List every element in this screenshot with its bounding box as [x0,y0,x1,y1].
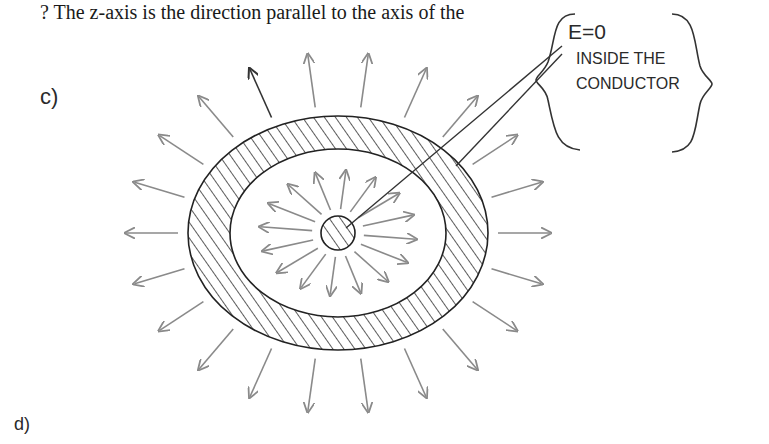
field-arrow [260,227,312,231]
field-arrow [250,69,272,117]
field-arrow [443,329,477,369]
field-arrow [492,269,542,284]
field-arrow [269,204,315,222]
field-arrow [160,302,204,331]
field-arrow [278,248,318,272]
question-text: ? The z-axis is the direction parallel t… [40,1,464,24]
field-arrow [354,252,387,281]
outer-shell [188,116,488,350]
field-arrow [308,55,315,107]
field-arrow [473,302,517,331]
leader-line [456,54,562,166]
field-arrow [308,359,315,411]
field-note: INSIDE THE CONDUCTOR [576,46,680,96]
field-arrow [263,240,313,251]
field-arrow [341,171,346,209]
leader-line [346,46,562,228]
field-arrow [361,359,368,411]
field-arrow [498,232,550,234]
field-arrows [126,55,550,411]
field-arrow [404,349,426,397]
field-arrow [364,235,416,239]
field-arrow [301,254,326,287]
part-label: d) [14,414,30,435]
field-arrow [346,256,361,292]
field-arrow [315,174,330,210]
field-arrow [492,182,542,197]
field-arrow [135,269,185,284]
field-arrow [443,97,477,137]
field-arrow [330,257,335,295]
field-arrow [363,215,413,226]
field-note: E=0 [568,20,606,44]
field-arrow [135,182,185,197]
field-arrow [473,136,517,165]
field-arrow [160,136,204,165]
field-arrow [199,97,233,137]
field-arrow [289,185,322,214]
inner-conductor [321,216,355,250]
part-label: c) [40,84,58,109]
field-arrow [404,69,426,117]
field-arrow [199,329,233,369]
field-arrow [361,55,368,107]
field-arrow [126,232,178,234]
field-arrow [250,349,272,397]
field-arrow [361,244,407,262]
field-arrow [358,194,398,218]
